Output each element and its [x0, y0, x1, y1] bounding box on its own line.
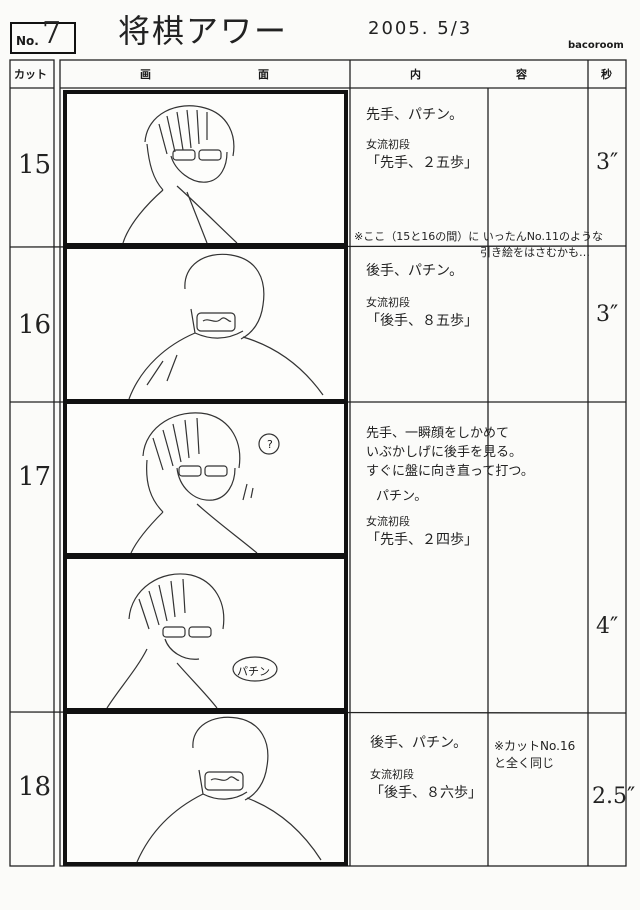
content-line: 先手、一瞬顔をしかめて — [366, 426, 510, 441]
content-cut-15: 先手、パチン。 女流初段 「先手、２五歩」 — [366, 106, 478, 173]
content-line: 後手、パチン。 — [370, 735, 468, 751]
content-cut-17: 先手、一瞬顔をしかめて いぶかしげに後手を見る。 すぐに盤に向き直って打つ。 パ… — [366, 424, 534, 550]
storyboard-panel-cut-17-a: ? — [63, 400, 348, 557]
content-line: 「先手、２四歩」 — [366, 532, 478, 548]
duration-cut-15: 3″ — [596, 150, 619, 175]
column-header-seconds: 秒 — [601, 68, 612, 81]
column-header-cut: カット — [14, 68, 47, 81]
content-line: 「後手、８六歩」 — [370, 785, 482, 801]
column-header-content-2: 容 — [516, 68, 527, 81]
content-cut-16: 後手、パチン。 女流初段 「後手、８五歩」 — [366, 262, 478, 331]
page-title: 将棋アワー — [118, 12, 289, 50]
cut-number-15: 15 — [18, 150, 52, 180]
storyboard-panel-cut-17-b: パチン — [63, 555, 348, 712]
content-line: 「先手、２五歩」 — [366, 155, 478, 171]
cut-number-17: 17 — [18, 462, 52, 492]
sfx-pachin: パチン — [237, 665, 270, 678]
sketch-woman-frowning — [130, 412, 280, 553]
column-header-content-1: 内 — [410, 68, 421, 81]
note-cut-18: ※カットNo.16と全く同じ — [494, 739, 576, 770]
cut-number-18: 18 — [18, 772, 52, 802]
content-line: すぐに盤に向き直って打つ。 — [366, 464, 534, 479]
content-line: 「後手、８五歩」 — [366, 313, 478, 329]
content-line: 女流初段 — [366, 296, 410, 309]
storyboard-panel-cut-16 — [63, 245, 348, 403]
insert-note-line-1: ※ここ（15と16の間）に いったんNo.11のような — [354, 230, 603, 243]
duration-cut-16: 3″ — [596, 302, 619, 327]
content-line: 先手、パチン。 — [366, 107, 464, 123]
sfx-question-mark: ? — [267, 438, 273, 451]
sheet-number-box — [10, 22, 76, 54]
column-header-screen-1: 画 — [140, 68, 151, 81]
insert-note-line-2: 引き絵をはさむかも… — [480, 246, 590, 259]
sketch-man-back-view — [128, 253, 324, 399]
sketch-woman-playing-move — [106, 573, 278, 708]
sheet-date: 2005. 5/3 — [368, 18, 473, 39]
content-line: 女流初段 — [370, 768, 414, 781]
column-header-screen-2: 面 — [258, 68, 269, 81]
content-line: パチン。 — [376, 489, 428, 504]
content-line: 女流初段 — [366, 138, 410, 151]
content-cut-18: 後手、パチン。 女流初段 「後手、８六歩」 — [370, 734, 482, 803]
cut-number-16: 16 — [18, 310, 52, 340]
content-line: 後手、パチン。 — [366, 263, 464, 279]
duration-cut-17: 4″ — [596, 614, 619, 639]
sheet-number-label: No. — [16, 34, 39, 48]
sketch-man-back-view-repeat — [136, 716, 322, 862]
content-line: いぶかしげに後手を見る。 — [366, 445, 523, 460]
sketch-woman-glasses — [122, 105, 238, 243]
insert-note: ※ここ（15と16の間）に いったんNo.11のような 引き絵をはさむかも… — [354, 228, 603, 260]
storyboard-panel-cut-18 — [63, 710, 348, 866]
storyboard-panel-cut-15 — [63, 90, 348, 247]
sheet-number-value: 7 — [42, 16, 62, 51]
brand-logo: bacoroom — [568, 40, 624, 51]
duration-cut-18: 2.5″ — [592, 784, 636, 809]
content-line: 女流初段 — [366, 515, 410, 528]
